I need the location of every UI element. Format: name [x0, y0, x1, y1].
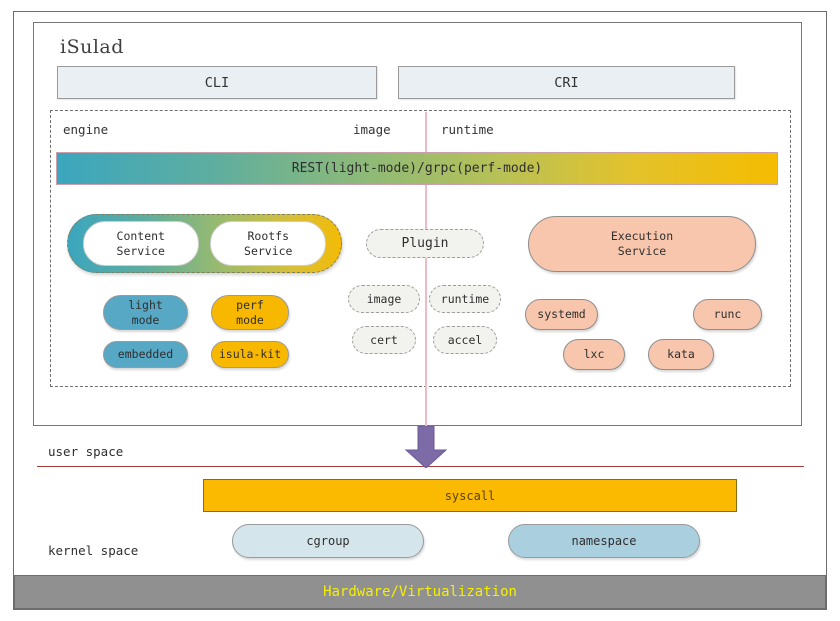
pill-cgroup[interactable]: cgroup — [232, 524, 424, 558]
pill-plugin[interactable]: Plugin — [366, 229, 484, 258]
pill-plugin-accel[interactable]: accel — [433, 326, 497, 354]
page-title: iSulad — [60, 36, 124, 58]
pill-systemd[interactable]: systemd — [525, 299, 598, 330]
kernel-space-label: kernel space — [48, 543, 139, 558]
lxc-label: lxc — [583, 347, 605, 361]
kata-label: kata — [667, 347, 695, 361]
light-mode-line1: light — [128, 297, 163, 312]
runc-label: runc — [713, 307, 742, 321]
light-mode-line2: mode — [131, 312, 160, 327]
column-label-image: image — [353, 122, 391, 137]
pill-perf-mode[interactable]: perf mode — [211, 295, 289, 330]
execution-service-line1: Execution — [610, 229, 674, 243]
interface-box-cri[interactable]: CRI — [398, 66, 735, 99]
rootfs-service-line1: Rootfs — [247, 228, 290, 243]
syscall-bar: syscall — [203, 479, 737, 512]
pill-isula-kit[interactable]: isula-kit — [211, 341, 289, 368]
down-arrow-icon — [404, 426, 448, 468]
hardware-label: Hardware/Virtualization — [323, 584, 517, 600]
user-space-label: user space — [48, 444, 124, 459]
systemd-label: systemd — [537, 307, 586, 321]
embedded-label: embedded — [117, 347, 174, 361]
engine-service-group: Content Service Rootfs Service — [67, 214, 342, 273]
plugin-runtime-label: runtime — [440, 291, 490, 306]
pill-plugin-cert[interactable]: cert — [352, 326, 416, 354]
perf-mode-line2: mode — [236, 312, 264, 327]
pill-plugin-runtime[interactable]: runtime — [429, 285, 501, 313]
pill-plugin-image[interactable]: image — [348, 285, 420, 313]
syscall-label: syscall — [444, 488, 496, 503]
cri-label: CRI — [554, 74, 579, 91]
column-divider-line — [425, 112, 427, 427]
content-service-line2: Service — [116, 243, 165, 258]
content-service-pill[interactable]: Content Service — [82, 221, 199, 266]
rootfs-service-pill[interactable]: Rootfs Service — [210, 221, 327, 266]
interface-box-cli[interactable]: CLI — [57, 66, 377, 99]
user-kernel-separator — [37, 466, 804, 468]
content-service-line1: Content — [116, 228, 165, 243]
rootfs-service-line2: Service — [244, 243, 293, 258]
pill-embedded[interactable]: embedded — [103, 341, 188, 368]
hardware-virtualization-bar: Hardware/Virtualization — [14, 575, 826, 609]
cgroup-label: cgroup — [306, 534, 350, 548]
isula-kit-label: isula-kit — [218, 347, 282, 361]
pill-execution-service[interactable]: Execution Service — [528, 216, 756, 272]
pill-lxc[interactable]: lxc — [563, 339, 625, 370]
pill-light-mode[interactable]: light mode — [103, 295, 188, 330]
column-label-engine: engine — [63, 122, 109, 137]
daemon-dashed-container — [50, 110, 791, 387]
plugin-image-label: image — [366, 291, 402, 306]
plugin-label: Plugin — [401, 236, 449, 251]
column-label-runtime: runtime — [441, 122, 494, 137]
rest-grpc-label: REST(light-mode)/grpc(perf-mode) — [291, 161, 543, 176]
page-border — [13, 11, 827, 610]
plugin-cert-label: cert — [370, 332, 398, 347]
plugin-accel-label: accel — [447, 332, 483, 347]
perf-mode-line1: perf — [236, 297, 264, 312]
pill-namespace[interactable]: namespace — [508, 524, 700, 558]
rest-grpc-bar: REST(light-mode)/grpc(perf-mode) — [56, 152, 778, 185]
pill-kata[interactable]: kata — [648, 339, 714, 370]
execution-service-line2: Service — [617, 244, 667, 258]
cli-label: CLI — [204, 74, 230, 91]
pill-runc[interactable]: runc — [693, 299, 762, 330]
namespace-label: namespace — [571, 534, 637, 548]
